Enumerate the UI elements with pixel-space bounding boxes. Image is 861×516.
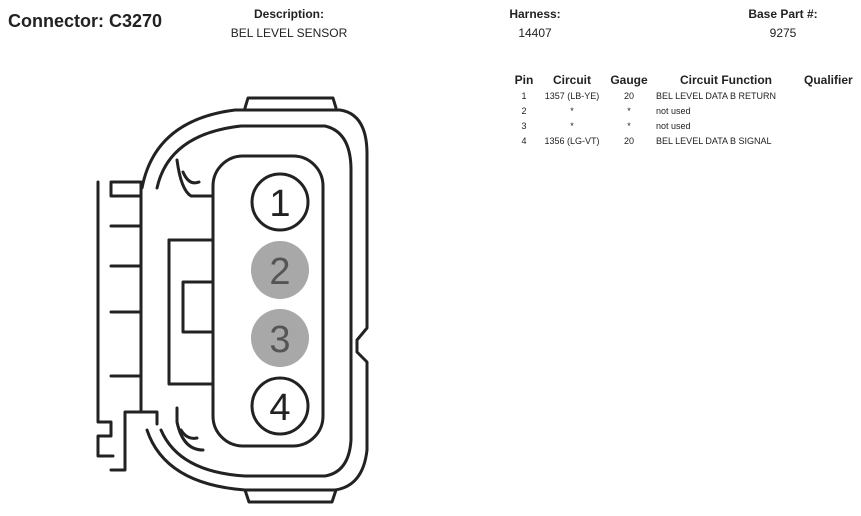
base-part-value: 9275	[769, 26, 797, 40]
cell-circuit: *	[570, 120, 574, 131]
cell-gauge: *	[627, 120, 631, 131]
cell-pin: 2	[521, 105, 527, 116]
pinout-header-row: Pin Circuit Gauge Circuit Function Quali…	[510, 72, 857, 88]
pin-3: 3	[251, 309, 309, 367]
table-row: 2 * * not used	[510, 103, 857, 118]
cell-qualifier	[800, 103, 857, 118]
description-label: Description:	[253, 7, 324, 21]
cell-circuit: *	[570, 105, 574, 116]
cell-function: BEL LEVEL DATA B RETURN	[656, 90, 777, 101]
pin-1-circle	[250, 172, 310, 232]
cell-pin: 1	[521, 90, 527, 101]
lock-block	[167, 238, 215, 386]
base-part-label: Base Part #:	[748, 7, 818, 21]
outer-shell	[140, 108, 369, 492]
latch-ribs	[109, 224, 143, 378]
pin-4-circle	[250, 376, 310, 436]
header-circuit-function: Circuit Function	[680, 73, 772, 87]
inner-shell	[155, 124, 353, 478]
cell-gauge: *	[627, 105, 631, 116]
left-latch-frame	[96, 180, 115, 458]
cell-qualifier	[800, 88, 857, 103]
upper-latch-tab	[109, 180, 143, 198]
pin-4-label: 4	[269, 387, 290, 429]
pin-3-circle	[251, 309, 309, 367]
connector-title: Connector: C3270	[8, 11, 163, 31]
top-ridge	[243, 96, 338, 110]
table-row: 4 1356 (LG-VT) 20 BEL LEVEL DATA B SIGNA…	[510, 133, 857, 148]
harness-label: Harness:	[509, 7, 561, 21]
bottom-ridge	[243, 488, 338, 504]
pin-4: 4	[250, 376, 310, 436]
cell-circuit: 1357 (LB-YE)	[544, 90, 600, 101]
pinout-table: Pin Circuit Gauge Circuit Function Quali…	[510, 72, 857, 148]
header-qualifier: Qualifier	[804, 73, 853, 87]
cell-circuit: 1356 (LG-VT)	[544, 135, 600, 146]
harness-value: 14407	[518, 26, 552, 40]
cell-pin: 4	[521, 135, 527, 146]
pin-3-label: 3	[269, 319, 290, 361]
cell-gauge: 20	[623, 135, 634, 146]
cell-qualifier	[800, 118, 857, 133]
cell-pin: 3	[521, 120, 527, 131]
upper-key-hook	[175, 158, 215, 198]
cell-function: not used	[656, 120, 691, 131]
pin-cavity	[211, 154, 325, 448]
pin-2-circle	[251, 241, 309, 299]
pin-2: 2	[251, 241, 309, 299]
pin-2-label: 2	[269, 251, 290, 293]
latch-rail	[139, 194, 159, 426]
header-pin: Pin	[514, 73, 534, 87]
cell-function: not used	[656, 105, 691, 116]
header-gauge: Gauge	[610, 73, 648, 87]
pin-1: 1	[250, 172, 310, 232]
lower-key-hook	[175, 406, 205, 452]
cell-gauge: 20	[623, 90, 634, 101]
upper-key-curl	[181, 170, 201, 185]
table-row: 3 * * not used	[510, 118, 857, 133]
lower-latch-tab	[109, 410, 143, 472]
description-value: BEL LEVEL SENSOR	[230, 26, 348, 40]
connector-face-diagram: 1 2 3 4	[96, 96, 369, 504]
table-row: 1 1357 (LB-YE) 20 BEL LEVEL DATA B RETUR…	[510, 88, 857, 103]
lower-key-curl	[179, 428, 199, 440]
cell-function: BEL LEVEL DATA B SIGNAL	[656, 135, 772, 146]
header-circuit: Circuit	[552, 73, 591, 87]
connector-housing	[96, 96, 369, 504]
cell-qualifier	[800, 133, 857, 148]
lock-tab	[181, 280, 215, 334]
pin-1-label: 1	[269, 183, 290, 225]
